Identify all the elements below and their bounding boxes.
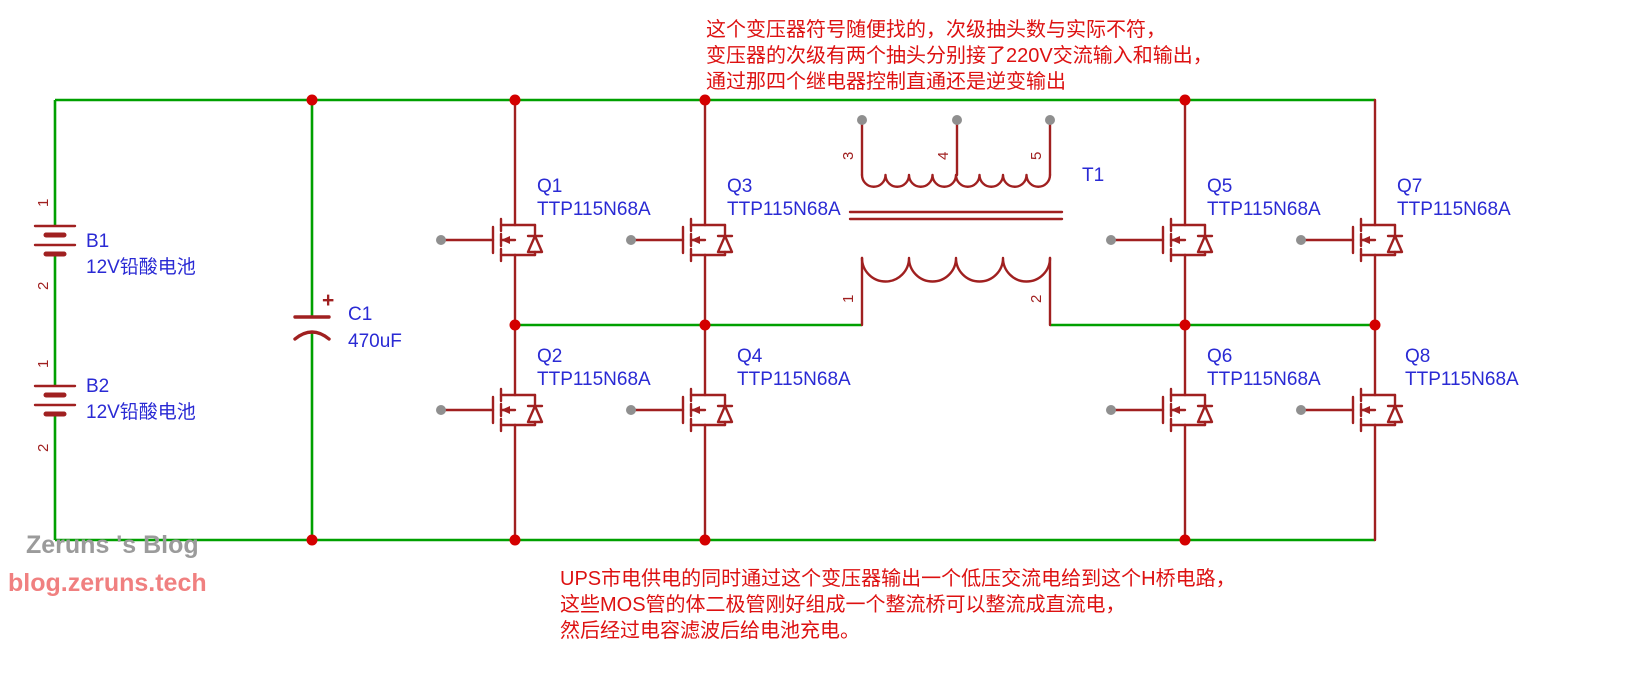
junction-dot	[1369, 319, 1381, 331]
annotation-bottom-line2: 这些MOS管的体二极管刚好组成一个整流桥可以整流成直流电，	[560, 593, 1126, 616]
mosfet-q7: Q7 TTP115N68A	[1294, 98, 1511, 327]
mosfet-q8-name: Q8	[1405, 346, 1430, 367]
t1-pin4-circle	[952, 115, 962, 125]
b1-name-label: B1	[86, 231, 109, 252]
b1-pin2-label: 2	[35, 282, 52, 290]
b2-pin2-label: 2	[35, 444, 52, 452]
mosfet-q5-name: Q5	[1207, 176, 1232, 197]
c1-plus-sign: +	[322, 289, 334, 312]
mosfet-q4-name: Q4	[737, 346, 763, 367]
mosfet-q2-part: TTP115N68A	[537, 369, 651, 390]
annotation-top: 这个变压器符号随便找的，次级抽头数与实际不符， 变压器的次级有两个抽头分别接了2…	[706, 18, 1213, 93]
annotation-top-line3: 通过那四个继电器控制直通还是逆变输出	[706, 70, 1066, 93]
junction-dot	[1179, 319, 1191, 331]
watermark-title: Zeruns 's Blog	[26, 531, 199, 559]
annotation-top-line2: 变压器的次级有两个抽头分别接了220V交流输入和输出，	[706, 44, 1213, 67]
mosfet-q1-name: Q1	[537, 176, 562, 197]
mosfet-q8-part: TTP115N68A	[1405, 369, 1519, 390]
b2-value-label: 12V铅酸电池	[86, 401, 196, 423]
mosfet-q2-name: Q2	[537, 346, 562, 367]
mosfet-q7-part: TTP115N68A	[1397, 199, 1511, 220]
mosfet-q5-part: TTP115N68A	[1207, 199, 1321, 220]
wires	[53, 98, 1375, 542]
nmos-symbol-q2	[434, 387, 544, 433]
c1-value-label: 470uF	[348, 331, 402, 352]
junction-dot	[699, 534, 711, 546]
secondary-winding	[860, 173, 1052, 188]
mosfet-q7-name: Q7	[1397, 176, 1422, 197]
t1-pin5-label: 5	[1028, 152, 1045, 160]
junction-dot	[699, 94, 711, 106]
mosfet-q3-name: Q3	[727, 176, 752, 197]
junction-dot	[306, 94, 318, 106]
nmos-symbol-q5	[1104, 217, 1214, 263]
mosfet-q3-part: TTP115N68A	[727, 199, 841, 220]
mosfet-q3: Q3 TTP115N68A	[624, 98, 841, 327]
nmos-symbol-q7	[1294, 217, 1404, 263]
mosfet-q6-part: TTP115N68A	[1207, 369, 1321, 390]
annotation-bottom-line1: UPS市电供电的同时通过这个变压器输出一个低压交流电给到这个H桥电路，	[560, 567, 1236, 590]
mosfet-q1: Q1 TTP115N68A	[434, 98, 651, 327]
annotation-bottom: UPS市电供电的同时通过这个变压器输出一个低压交流电给到这个H桥电路， 这些MO…	[560, 567, 1236, 642]
t1-pin4-label: 4	[935, 152, 952, 160]
battery-b2: 1 2 B2 12V铅酸电池	[33, 360, 196, 452]
junction-dot	[509, 534, 521, 546]
nmos-symbol-q6	[1104, 387, 1214, 433]
junction-dot	[509, 94, 521, 106]
mosfet-q2: Q2 TTP115N68A	[434, 323, 651, 542]
watermark-url: blog.zeruns.tech	[8, 569, 207, 597]
junction-dot	[1179, 534, 1191, 546]
junction-dot	[699, 319, 711, 331]
junction-dot	[1179, 94, 1191, 106]
annotation-bottom-line3: 然后经过电容滤波后给电池充电。	[560, 619, 860, 642]
t1-name-label: T1	[1082, 165, 1104, 186]
t1-pin3-circle	[857, 115, 867, 125]
transformer-t1: 3 4 5 1 2 T1	[840, 115, 1104, 327]
mosfet-q5: Q5 TTP115N68A	[1104, 98, 1321, 327]
b1-pin1-label: 1	[35, 199, 52, 207]
watermark: Zeruns 's Blog blog.zeruns.tech	[8, 531, 207, 597]
t1-pin3-label: 3	[840, 152, 857, 160]
junction-dot	[509, 319, 521, 331]
junction-dot	[306, 534, 318, 546]
mosfet-q1-part: TTP115N68A	[537, 199, 651, 220]
t1-pin1-label: 1	[840, 295, 857, 303]
capacitor-c1: + C1 470uF	[293, 289, 402, 352]
nmos-symbol-q1	[434, 217, 544, 263]
t1-pin2-label: 2	[1028, 295, 1045, 303]
primary-winding	[860, 256, 1052, 283]
mosfet-q6: Q6 TTP115N68A	[1104, 323, 1321, 542]
b2-pin1-label: 1	[35, 360, 52, 368]
battery-b1: 1 2 B1 12V铅酸电池	[33, 199, 196, 290]
b2-name-label: B2	[86, 376, 109, 397]
junction-dots	[306, 94, 1381, 546]
mosfet-q6-name: Q6	[1207, 346, 1232, 367]
t1-pin5-circle	[1045, 115, 1055, 125]
mosfet-q8: Q8 TTP115N68A	[1294, 323, 1519, 542]
nmos-symbol-q3	[624, 217, 734, 263]
c1-name-label: C1	[348, 304, 372, 325]
nmos-symbol-q4	[624, 387, 734, 433]
mosfet-q4-part: TTP115N68A	[737, 369, 851, 390]
b1-value-label: 12V铅酸电池	[86, 256, 196, 278]
mosfet-q4: Q4 TTP115N68A	[624, 323, 851, 542]
annotation-top-line1: 这个变压器符号随便找的，次级抽头数与实际不符，	[706, 18, 1166, 41]
nmos-symbol-q8	[1294, 387, 1404, 433]
